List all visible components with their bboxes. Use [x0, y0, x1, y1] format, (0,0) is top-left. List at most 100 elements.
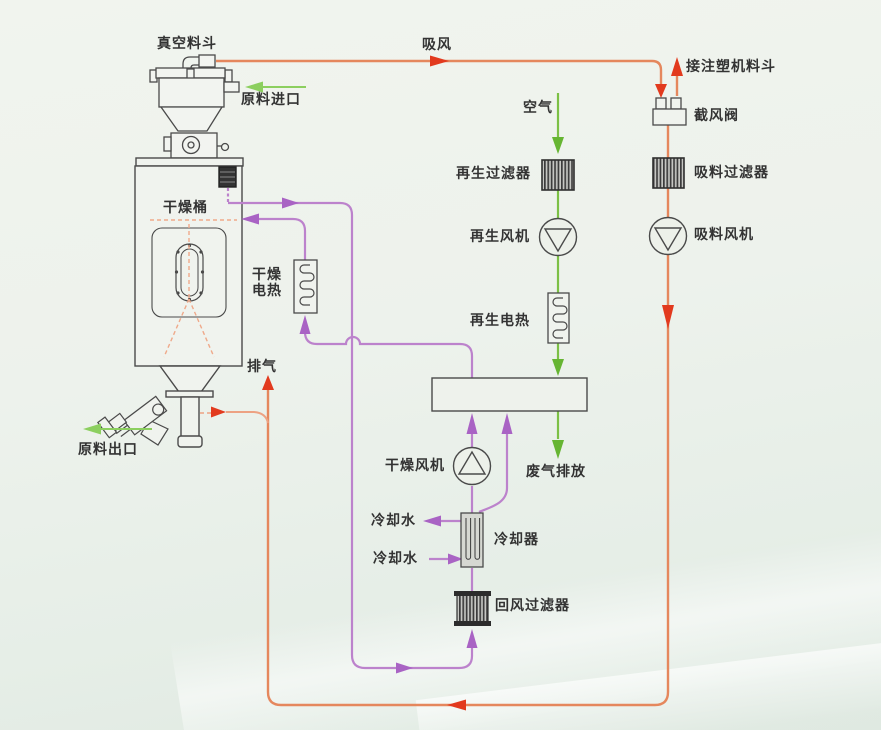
label-drying-heater: 干燥电热	[252, 266, 282, 298]
hopper-base-tab	[163, 136, 172, 152]
barrel-exhaust-arrow	[211, 406, 226, 418]
arrow-left-bottom-line	[447, 699, 466, 711]
arrow-into-barrel	[241, 213, 259, 225]
label-injection-hopper: 接注塑机料斗	[686, 58, 776, 74]
label-suction-blower: 吸料风机	[694, 226, 754, 242]
vent-filter-lines	[220, 171, 235, 183]
arrow-return-right	[282, 197, 299, 209]
barrel-top-plate	[135, 157, 244, 167]
suction-arrow-right	[430, 55, 449, 67]
valve-motor	[96, 416, 118, 439]
air-arrow-down	[552, 137, 564, 154]
label-cutoff-valve: 截风阀	[694, 107, 739, 123]
suction-line-group	[200, 59, 679, 707]
suction-blower-symbol	[648, 216, 688, 256]
material-arrows	[83, 81, 306, 435]
drying-blower-triangle	[457, 450, 487, 475]
label-suction-filter: 吸料过滤器	[694, 164, 769, 180]
barrel-bottom-cone	[158, 365, 222, 393]
arrow-into-drying-heater	[299, 315, 311, 334]
label-cooler: 冷却器	[494, 531, 539, 547]
suction-blower-triangle	[653, 227, 683, 252]
valve-body	[122, 395, 168, 436]
regen-heater-coil	[552, 297, 568, 339]
label-suction: 吸风	[422, 36, 452, 52]
suction-arrowheads	[211, 55, 683, 711]
cooling-water-out-arrow	[423, 515, 441, 527]
label-waste-discharge: 废气排放	[526, 463, 586, 479]
return-filter-cap-bottom	[454, 621, 491, 626]
rotor-to-heater-line	[303, 331, 474, 378]
material-inlet-arrow	[245, 81, 263, 93]
suction-top-line	[216, 59, 663, 85]
label-regen-heater: 再生电热	[470, 312, 530, 328]
regen-blower-triangle	[543, 228, 573, 253]
label-drying-blower: 干燥风机	[385, 457, 445, 473]
regen-blower-symbol	[538, 217, 578, 257]
regen-filter-block	[541, 159, 575, 191]
label-return-filter: 回风过滤器	[495, 597, 570, 613]
process-line-group	[226, 188, 509, 670]
arrow-to-injection-hopper	[671, 57, 683, 76]
arrow-into-rotor-right	[501, 413, 513, 434]
hopper-base-knob	[220, 142, 230, 152]
suction-filter-block	[652, 157, 685, 189]
regen-arrowheads	[552, 137, 564, 459]
vacuum-hopper	[149, 54, 240, 159]
cooler-tubes	[465, 518, 481, 560]
cutoff-valve-symbol	[652, 97, 687, 126]
material-outlet-arrow	[83, 423, 101, 435]
hopper-cone	[159, 106, 224, 132]
exhaust-arrow-up	[262, 375, 274, 390]
process-arrowheads	[241, 197, 513, 674]
cooler-block	[460, 512, 484, 568]
label-regen-blower: 再生风机	[470, 228, 530, 244]
arrow-into-rotor-left	[466, 413, 478, 434]
return-filter-cap-top	[454, 591, 491, 596]
drying-heater-coil	[299, 264, 315, 306]
hopper-outlet-flange	[198, 54, 216, 68]
arrow-into-rotor-top	[552, 359, 564, 376]
hopper-elbow-pipe	[182, 56, 199, 69]
label-material-outlet: 原料出口	[78, 441, 138, 457]
label-exhaust: 排气	[247, 358, 277, 374]
label-material-inlet: 原料进口	[241, 91, 301, 107]
label-cooling-water-out: 冷却水	[371, 512, 416, 528]
barrel-pipe-cap	[177, 435, 203, 448]
label-cooling-water-in: 冷却水	[373, 550, 418, 566]
honeycomb-rotor	[431, 377, 588, 412]
barrel-internal-airflow-dashes	[150, 219, 237, 358]
hopper-inlet-port	[223, 81, 240, 93]
return-filter-block	[454, 591, 491, 626]
regen-heater-symbol	[547, 292, 570, 344]
arrow-bottom-right	[396, 662, 413, 674]
lid-clamp-right	[224, 69, 233, 83]
arrow-down-right-line	[662, 305, 674, 329]
return-exhaust-line	[266, 254, 670, 707]
cutoff-valve-stub-left	[655, 97, 667, 110]
hopper-body	[158, 77, 225, 108]
label-regen-filter: 再生过滤器	[456, 165, 531, 181]
hopper-base-dial	[181, 135, 201, 155]
return-air-line	[228, 201, 474, 670]
cutoff-valve-body	[652, 108, 687, 126]
barrel-exhaust-join	[226, 411, 269, 424]
hopper-base-dial-inner	[187, 141, 195, 149]
cooling-water-in-arrow	[448, 553, 463, 565]
label-drying-barrel: 干燥桶	[163, 199, 208, 215]
discharge-valve-assembly	[96, 395, 169, 446]
arrow-into-return-filter	[466, 629, 478, 648]
cutoff-valve-stub-right	[670, 97, 682, 110]
barrel-discharge-pipe	[180, 396, 200, 438]
drying-blower-symbol	[452, 446, 492, 486]
heater-to-barrel-line	[259, 217, 307, 260]
label-vacuum-hopper: 真空料斗	[157, 35, 217, 51]
cooler-branch-line	[478, 434, 509, 514]
drying-heater-symbol	[293, 259, 318, 314]
valve-port	[152, 403, 165, 416]
waste-discharge-arrow	[552, 440, 564, 459]
label-air: 空气	[523, 99, 553, 115]
barrel-discharge-flange	[165, 390, 214, 398]
